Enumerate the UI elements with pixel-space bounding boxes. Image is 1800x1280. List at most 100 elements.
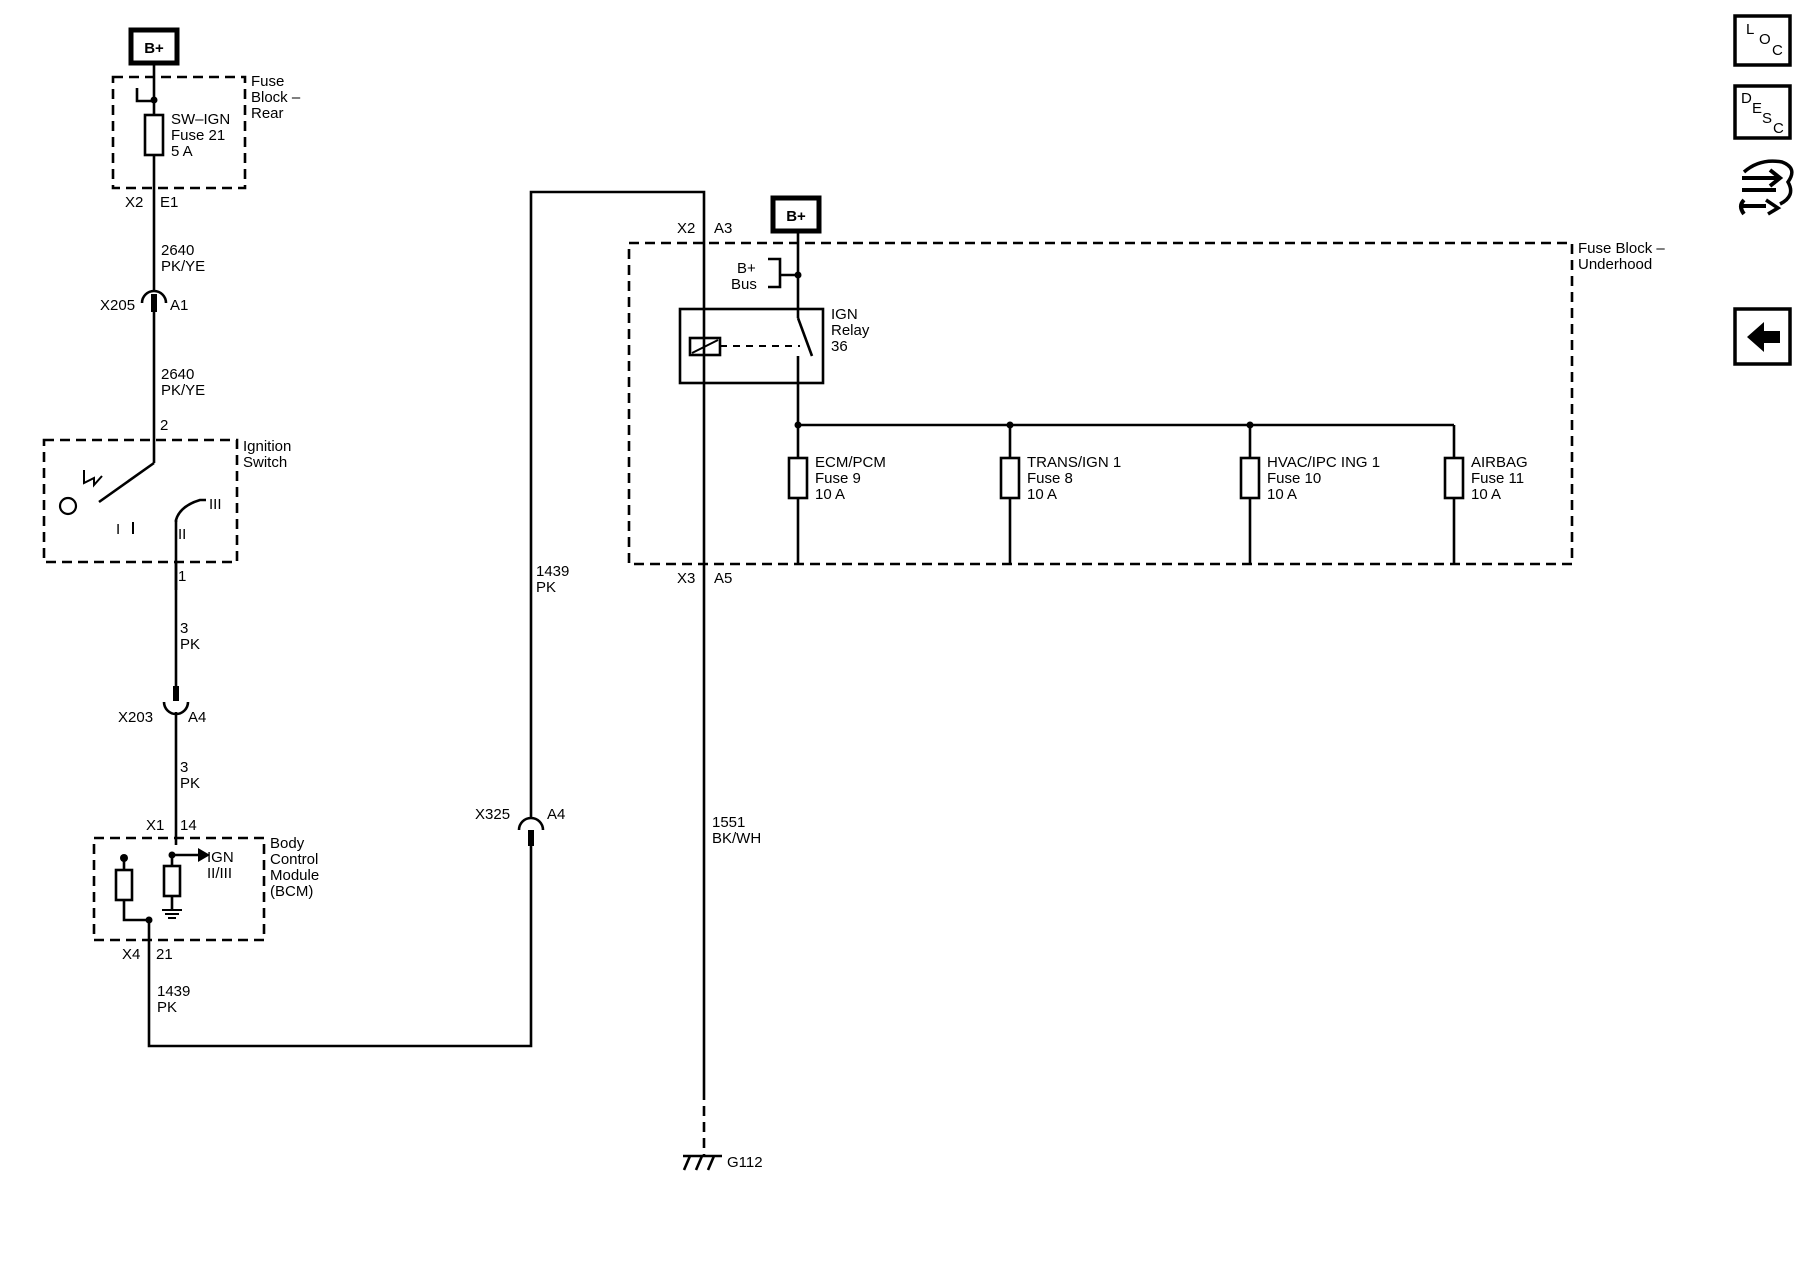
svg-text:HVAC/IPC ING 1: HVAC/IPC ING 1 — [1267, 454, 1380, 471]
svg-text:Control: Control — [270, 851, 318, 868]
svg-text:II: II — [178, 526, 186, 543]
svg-text:A4: A4 — [547, 806, 565, 823]
fuse-block-rear: Fuse Block – Rear SW–IGN Fuse 21 5 A — [111, 73, 301, 190]
connector-x205: X205 A1 — [100, 289, 188, 314]
svg-text:2640: 2640 — [161, 366, 194, 383]
arrow-left-icon — [1747, 322, 1780, 352]
svg-text:X2: X2 — [125, 194, 143, 211]
svg-text:X1: X1 — [146, 817, 164, 834]
svg-text:B+: B+ — [144, 40, 164, 57]
ign-relay-36: IGN Relay 36 — [678, 306, 870, 426]
svg-text:ECM/PCM: ECM/PCM — [815, 454, 886, 471]
svg-text:10 A: 10 A — [1471, 486, 1501, 503]
svg-text:S: S — [1762, 110, 1772, 127]
svg-text:PK: PK — [157, 999, 177, 1016]
svg-text:I: I — [116, 521, 120, 538]
svg-text:Relay: Relay — [831, 322, 870, 339]
svg-text:14: 14 — [180, 817, 197, 834]
sw-ign-fuse — [143, 113, 165, 157]
svg-text:Bus: Bus — [731, 276, 757, 293]
svg-text:X325: X325 — [475, 806, 510, 823]
svg-text:B+: B+ — [786, 208, 806, 225]
svg-text:5 A: 5 A — [171, 143, 193, 160]
connector-wrench-icon[interactable] — [1739, 159, 1794, 216]
svg-text:Block –: Block – — [251, 89, 301, 106]
svg-text:Rear: Rear — [251, 105, 284, 122]
connector-x325: X325 A4 — [475, 806, 565, 846]
svg-text:Underhood: Underhood — [1578, 256, 1652, 273]
svg-text:E: E — [1752, 100, 1762, 117]
fuse-11-airbag: AIRBAG Fuse 11 10 A — [1443, 425, 1528, 564]
svg-text:A4: A4 — [188, 709, 206, 726]
svg-text:PK: PK — [536, 579, 556, 596]
svg-text:II/III: II/III — [207, 865, 232, 882]
fuse-8-trans-ign1: TRANS/IGN 1 Fuse 8 10 A — [999, 425, 1121, 564]
svg-text:Fuse 11: Fuse 11 — [1471, 470, 1524, 487]
svg-text:A5: A5 — [714, 570, 732, 587]
svg-text:Module: Module — [270, 867, 319, 884]
svg-text:Switch: Switch — [243, 454, 287, 471]
svg-text:3: 3 — [180, 620, 188, 637]
svg-text:Fuse: Fuse — [251, 73, 284, 90]
svg-text:A1: A1 — [170, 297, 188, 314]
body-control-module: Body Control Module (BCM) IGN II/III — [92, 835, 319, 942]
fuse-9-ecm-pcm: ECM/PCM Fuse 9 10 A — [787, 425, 886, 564]
fuse-block-underhood: Fuse Block – Underhood B+ Bus IGN Relay … — [627, 231, 1665, 566]
svg-text:IGN: IGN — [831, 306, 858, 323]
svg-text:X205: X205 — [100, 297, 135, 314]
svg-text:Body: Body — [270, 835, 305, 852]
svg-text:O: O — [1759, 31, 1771, 48]
svg-text:AIRBAG: AIRBAG — [1471, 454, 1528, 471]
svg-text:X2: X2 — [677, 220, 695, 237]
connector-x203: X203 A4 — [118, 686, 206, 726]
svg-text:SW–IGN: SW–IGN — [171, 111, 230, 128]
svg-text:Ignition: Ignition — [243, 438, 291, 455]
svg-text:X3: X3 — [677, 570, 695, 587]
desc-button[interactable]: D E S C — [1733, 84, 1792, 140]
svg-text:Fuse Block –: Fuse Block – — [1578, 240, 1665, 257]
bplus-terminal-left: B+ — [128, 27, 180, 66]
svg-text:D: D — [1741, 90, 1752, 107]
svg-text:2: 2 — [160, 417, 168, 434]
svg-text:10 A: 10 A — [815, 486, 845, 503]
svg-text:III: III — [209, 496, 222, 513]
svg-text:3: 3 — [180, 759, 188, 776]
svg-text:10 A: 10 A — [1027, 486, 1057, 503]
svg-text:L: L — [1746, 21, 1754, 38]
svg-text:G112: G112 — [727, 1154, 763, 1171]
svg-text:21: 21 — [156, 946, 173, 963]
svg-text:10 A: 10 A — [1267, 486, 1297, 503]
svg-text:TRANS/IGN 1: TRANS/IGN 1 — [1027, 454, 1121, 471]
svg-text:Fuse 21: Fuse 21 — [171, 127, 225, 144]
svg-text:PK/YE: PK/YE — [161, 382, 205, 399]
svg-text:X4: X4 — [122, 946, 140, 963]
ignition-switch: Ignition Switch 2 I III II 1 — [42, 417, 291, 590]
ground-g112: G112 — [682, 1090, 763, 1171]
svg-text:(BCM): (BCM) — [270, 883, 313, 900]
svg-text:B+: B+ — [737, 260, 756, 277]
svg-text:A3: A3 — [714, 220, 732, 237]
svg-text:1551: 1551 — [712, 814, 745, 831]
svg-text:1439: 1439 — [536, 563, 569, 580]
svg-text:E1: E1 — [160, 194, 178, 211]
svg-text:Fuse 9: Fuse 9 — [815, 470, 861, 487]
svg-text:C: C — [1773, 120, 1784, 137]
svg-text:BK/WH: BK/WH — [712, 830, 761, 847]
bplus-terminal-right: B+ — [770, 195, 822, 234]
svg-text:2640: 2640 — [161, 242, 194, 259]
back-button[interactable] — [1733, 307, 1792, 366]
svg-text:1: 1 — [178, 568, 186, 585]
svg-text:PK: PK — [180, 636, 200, 653]
svg-text:PK/YE: PK/YE — [161, 258, 205, 275]
fuse-10-hvac-ipc: HVAC/IPC ING 1 Fuse 10 10 A — [1239, 425, 1380, 564]
svg-text:C: C — [1772, 42, 1783, 59]
svg-text:Fuse 8: Fuse 8 — [1027, 470, 1073, 487]
svg-text:1439: 1439 — [157, 983, 190, 1000]
svg-text:36: 36 — [831, 338, 848, 355]
loc-button[interactable]: L O C — [1733, 14, 1792, 67]
svg-text:X203: X203 — [118, 709, 153, 726]
svg-text:IGN: IGN — [207, 849, 234, 866]
svg-text:Fuse 10: Fuse 10 — [1267, 470, 1321, 487]
svg-text:PK: PK — [180, 775, 200, 792]
